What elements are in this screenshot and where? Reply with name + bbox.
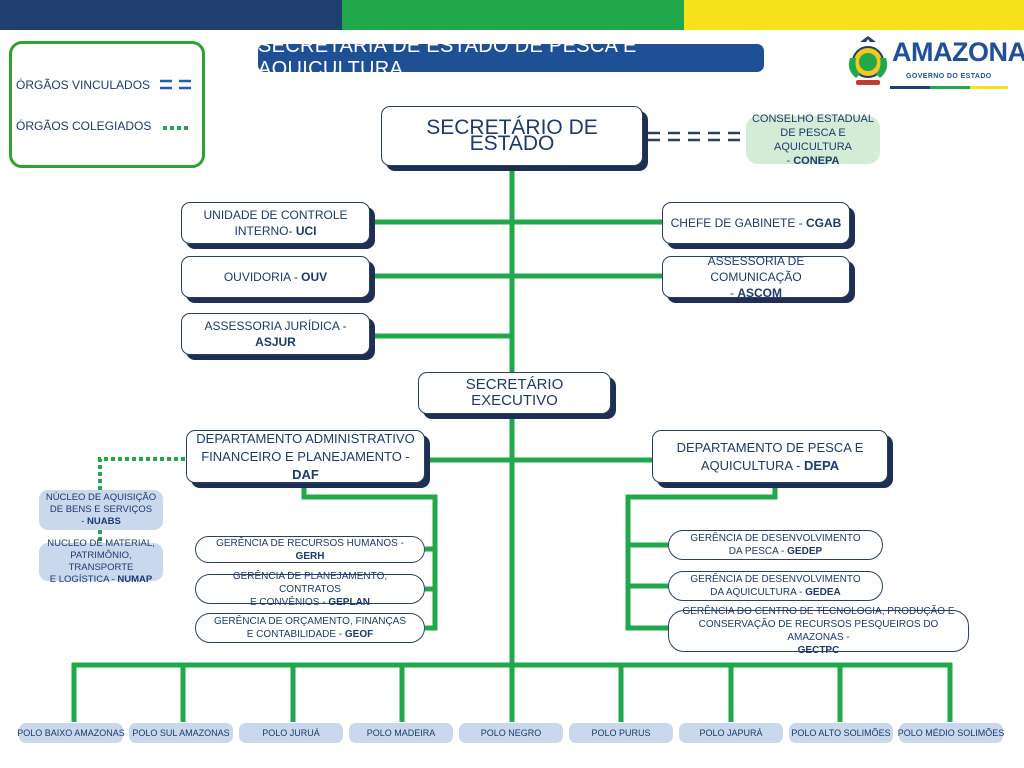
asjur-box[interactable]: ASSESSORIA JURÍDICA - ASJUR (181, 313, 370, 355)
nuabs-acronym: NUABS (87, 516, 121, 527)
polo-sul-amazonas[interactable]: POLO SUL AMAZONAS (129, 723, 233, 743)
uci-line1: UNIDADE DE CONTROLE (203, 208, 348, 222)
ascom-line1: ASSESSORIA DE COMUNICAÇÃO (707, 254, 805, 284)
polo-baixo-amazonas[interactable]: POLO BAIXO AMAZONAS (17, 723, 125, 743)
conepa-line2: DE PESCA E AQUICULTURA (773, 127, 853, 153)
legend-colegiados-label: ÓRGÃOS COLEGIADOS (16, 119, 152, 133)
top-stripe-blue (0, 0, 342, 30)
dotted-line-icon (163, 126, 190, 130)
polo-medio-solimoes[interactable]: POLO MÉDIO SOLIMÕES (898, 723, 1004, 743)
secretario-label: SECRETÁRIO DE ESTADO (426, 116, 598, 155)
geplan-line1: GERÊNCIA DE PLANEJAMENTO, CONTRATOS (232, 570, 388, 595)
nuabs-line2: DE BENS E SERVIÇOS (49, 504, 153, 515)
gerh-box[interactable]: GERÊNCIA DE RECURSOS HUMANOS - GERH (195, 536, 425, 563)
depa-line2: AQUICULTURA - (700, 457, 801, 473)
secretario-executivo-box[interactable]: SECRETÁRIO EXECUTIVO (418, 372, 611, 414)
asjur-acronym: ASJUR (255, 335, 296, 349)
polo-jurua[interactable]: POLO JURUÁ (239, 723, 343, 743)
polo-alto-solimoes[interactable]: POLO ALTO SOLIMÕES (789, 723, 893, 743)
asjur-text: ASSESSORIA JURÍDICA - (204, 319, 347, 333)
gedea-line2: DA AQUICULTURA - (710, 587, 803, 598)
polo-negro[interactable]: POLO NEGRO (459, 723, 563, 743)
nuabs-prefix: - (81, 516, 85, 527)
logo-bar-yellow (970, 86, 1008, 89)
ouv-acronym: OUV (301, 270, 328, 284)
cgab-acronym: CGAB (806, 216, 842, 230)
coat-of-arms-icon (848, 36, 888, 85)
numap-acronym: NUMAP (117, 574, 153, 585)
geof-box[interactable]: GERÊNCIA DE ORÇAMENTO, FINANÇAS E CONTABI… (195, 613, 425, 643)
gedep-box[interactable]: GERÊNCIA DE DESENVOLVIMENTO DA PESCA - GE… (668, 530, 883, 560)
top-stripe-green (342, 0, 684, 30)
nuabs-line1: NÚCLEO DE AQUISIÇÃO (45, 492, 157, 503)
gedea-acronym: GEDEA (805, 587, 841, 598)
gerh-text: GERÊNCIA DE RECURSOS HUMANOS - (216, 537, 404, 549)
gectpc-line1: GERÊNCIA DO CENTRO DE TECNOLOGIA, PRODUÇ… (682, 606, 955, 617)
numap-line1: NUCLEO DE MATERIAL, (47, 538, 155, 549)
daf-line2: FINANCEIRO E PLANEJAMENTO - (201, 448, 410, 464)
gedea-line1: GERÊNCIA DE DESENVOLVIMENTO (690, 574, 861, 585)
conepa-line1: CONSELHO ESTADUAL (751, 113, 875, 125)
cgab-text: CHEFE DE GABINETE - (670, 216, 803, 230)
amazonas-logo: AMAZONAS GOVERNO DO ESTADO (846, 34, 1024, 92)
gedep-line2: DA PESCA - (728, 546, 785, 557)
ascom-box[interactable]: ASSESSORIA DE COMUNICAÇÃO - ASCOM (662, 254, 850, 300)
legend-vinculados-label: ÓRGÃOS VINCULADOS (16, 78, 151, 92)
polo-japura[interactable]: POLO JAPURÁ (679, 723, 783, 743)
numap-box[interactable]: NUCLEO DE MATERIAL,PATRIMÔNIO, TRANSPORT… (39, 538, 163, 585)
geof-acronym: GEOF (344, 629, 374, 640)
geof-line1: GERÊNCIA DE ORÇAMENTO, FINANÇAS (213, 616, 407, 627)
gectpc-line2: CONSERVAÇÃO DE RECURSOS PESQUEIROS DO AM… (698, 619, 939, 643)
uci-box[interactable]: UNIDADE DE CONTROLE INTERNO- UCI (181, 202, 370, 244)
gedep-acronym: GEDEP (787, 546, 823, 557)
daf-line1: DEPARTAMENTO ADMINISTRATIVO (196, 430, 415, 446)
ouv-box[interactable]: OUVIDORIA - OUV (181, 256, 370, 298)
legend: ÓRGÃOS VINCULADOS ÓRGÃOS COLEGIADOS (9, 41, 205, 168)
gectpc-acronym: GECTPC (797, 645, 840, 656)
ouv-text: OUVIDORIA - (223, 270, 298, 284)
logo-bar-blue (890, 86, 930, 89)
polo-purus[interactable]: POLO PURUS (569, 723, 673, 743)
ascom-acronym: ASCOM (737, 286, 782, 300)
page-title: SECRETARIA DE ESTADO DE PESCA E AQUICULT… (258, 35, 764, 80)
geof-line2: E CONTABILIDADE - (246, 629, 343, 640)
logo-bar-green (930, 86, 970, 89)
uci-acronym: UCI (295, 224, 317, 238)
gedep-line1: GERÊNCIA DE DESENVOLVIMENTO (690, 533, 861, 544)
top-stripe-yellow (684, 0, 1024, 30)
double-dash-icon (160, 79, 191, 90)
logo-subtitle: GOVERNO DO ESTADO (906, 73, 992, 80)
geplan-acronym: GEPLAN (328, 596, 371, 608)
numap-line2: PATRIMÔNIO, TRANSPORTE (68, 550, 134, 573)
geplan-line2: E CONVÊNIOS - (249, 596, 326, 608)
depa-line1: DEPARTAMENTO DE PESCA E (676, 439, 864, 455)
gerh-acronym: GERH (295, 550, 325, 562)
polo-madeira[interactable]: POLO MADEIRA (349, 723, 453, 743)
gectpc-box[interactable]: GERÊNCIA DO CENTRO DE TECNOLOGIA, PRODUÇ… (668, 606, 969, 656)
daf-acronym: DAF (292, 466, 319, 482)
daf-box[interactable]: DEPARTAMENTO ADMINISTRATIVO FINANCEIRO E … (186, 430, 425, 483)
depa-acronym: DEPA (803, 457, 840, 473)
conepa-prefix: - (786, 155, 791, 167)
secretario-de-estado-box[interactable]: SECRETÁRIO DE ESTADO (381, 106, 643, 166)
gedea-box[interactable]: GERÊNCIA DE DESENVOLVIMENTO DA AQUICULTUR… (668, 571, 883, 601)
ascom-prefix: - (729, 286, 734, 300)
logo-wordmark: AMAZONAS (892, 37, 1024, 67)
uci-line2: INTERNO- (234, 224, 293, 238)
depa-box[interactable]: DEPARTAMENTO DE PESCA E AQUICULTURA - DEP… (652, 430, 888, 483)
cgab-box[interactable]: CHEFE DE GABINETE - CGAB (662, 202, 850, 244)
numap-line3: E LOGÍSTICA - (49, 574, 115, 585)
conepa-acronym: CONEPA (793, 155, 840, 167)
conepa-box[interactable]: CONSELHO ESTADUAL DE PESCA E AQUICULTURA… (746, 113, 880, 167)
executivo-label: SECRETÁRIO EXECUTIVO (465, 376, 564, 409)
